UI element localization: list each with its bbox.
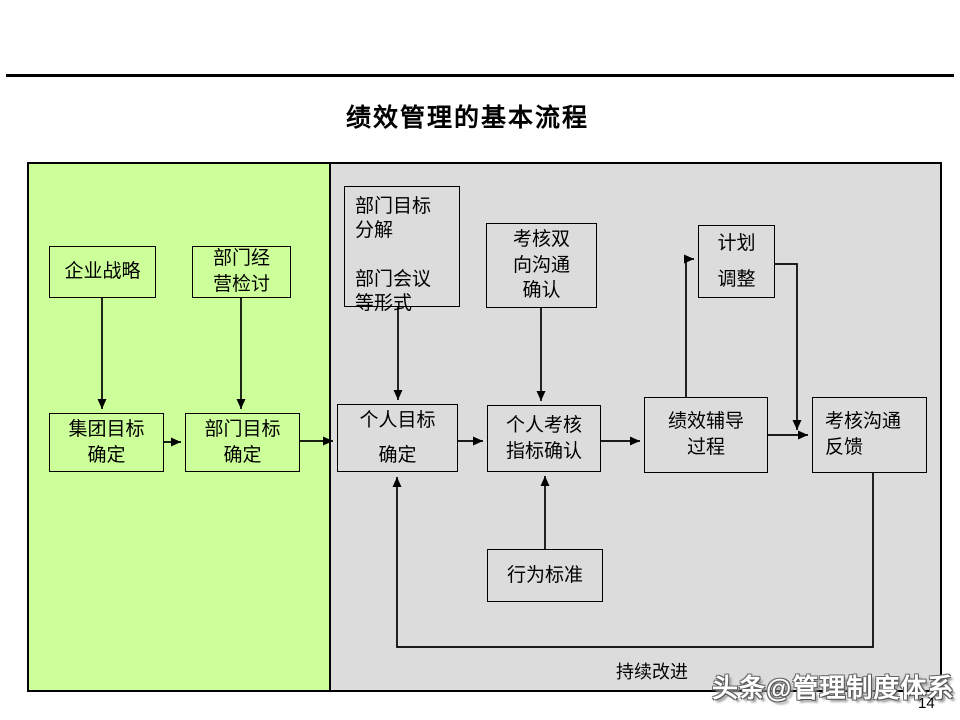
header-divider [6,74,954,77]
node-assessment-communication-feedback: 考核沟通 反馈 [812,397,927,473]
node-behavior-standard: 行为标准 [487,549,603,602]
node-two-way-assessment-confirm: 考核双 向沟通 确认 [486,223,597,308]
strategy-phase-panel [29,164,331,690]
page-title: 绩效管理的基本流程 [345,105,589,132]
node-enterprise-strategy: 企业战略 [49,246,156,298]
node-group-goal-setting: 集团目标 确定 [49,413,164,472]
node-personal-goal-setting: 个人目标 确定 [337,404,458,472]
continuous-improvement-label: 持续改进 [616,662,688,682]
flowchart-canvas [27,162,942,692]
page-number: 14 [918,695,935,712]
node-dept-goal-setting: 部门目标 确定 [185,413,300,472]
node-performance-coaching: 绩效辅导 过程 [644,397,768,473]
watermark: 头条@管理制度体系 [712,673,955,703]
node-plan-adjustment: 计划 调整 [698,225,775,298]
node-personal-kpi-confirm: 个人考核 指标确认 [487,405,601,472]
node-dept-business-review: 部门经 营检讨 [192,246,291,298]
node-dept-goal-decomposition: 部门目标 分解 部门会议 等形式 [344,186,460,314]
